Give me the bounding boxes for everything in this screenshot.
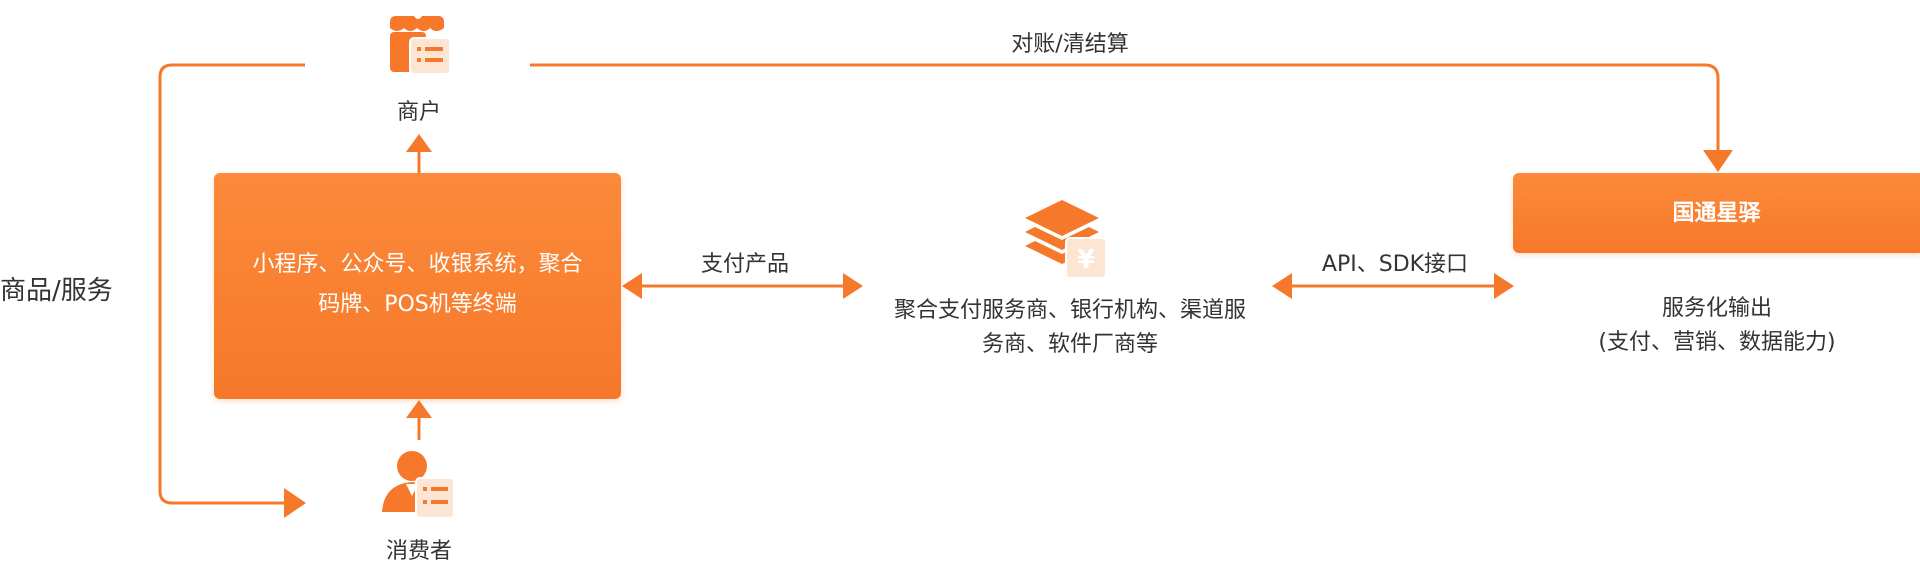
consumer-to-terminals-arrowhead [406,400,432,418]
providers-label-line2: 务商、软件厂商等 [981,332,1158,357]
person-list-icon [376,450,456,520]
store-list-icon [386,14,452,76]
terminals-to-merchant-arrowhead [406,134,432,152]
payment-products-label: 支付产品 [700,252,789,277]
guotong-output-line1: 服务化输出 [1661,296,1772,321]
goods-service-label: 商品/服务 [0,276,113,306]
merchant-label: 商户 [396,100,441,125]
guotong-output-line2: (支付、营销、数据能力) [1598,330,1836,355]
payment-products-left-arrowhead [622,273,642,299]
api-sdk-right-arrowhead [1494,273,1514,299]
reconciliation-label: 对账/清结算 [1011,32,1129,57]
stack-yen-icon: ¥ [1022,196,1108,280]
providers-label-line1: 聚合支付服务商、银行机构、渠道服 [893,298,1246,323]
guotong-output: 服务化输出 (支付、营销、数据能力) [1560,292,1874,360]
guotong-label: 国通星驿 [1672,201,1761,226]
payment-products-right-arrowhead [843,273,863,299]
reconciliation-arrowhead [1703,150,1733,172]
reconciliation-arrow [530,63,1720,150]
terminals-label-line1: 小程序、公众号、收银系统，聚合 [252,252,583,277]
providers-label: 聚合支付服务商、银行机构、渠道服 务商、软件厂商等 [880,294,1260,362]
consumer-label: 消费者 [385,539,452,564]
guotong-box: 国通星驿 [1513,173,1920,253]
goods-service-line [158,63,305,505]
api-sdk-label: API、SDK接口 [1321,252,1469,277]
api-sdk-left-arrowhead [1272,273,1292,299]
terminals-label-line2: 码牌、POS机等终端 [318,292,517,317]
goods-service-arrowhead [284,488,306,518]
terminals-box: 小程序、公众号、收银系统，聚合 码牌、POS机等终端 [214,173,621,399]
svg-text:¥: ¥ [1077,245,1095,275]
